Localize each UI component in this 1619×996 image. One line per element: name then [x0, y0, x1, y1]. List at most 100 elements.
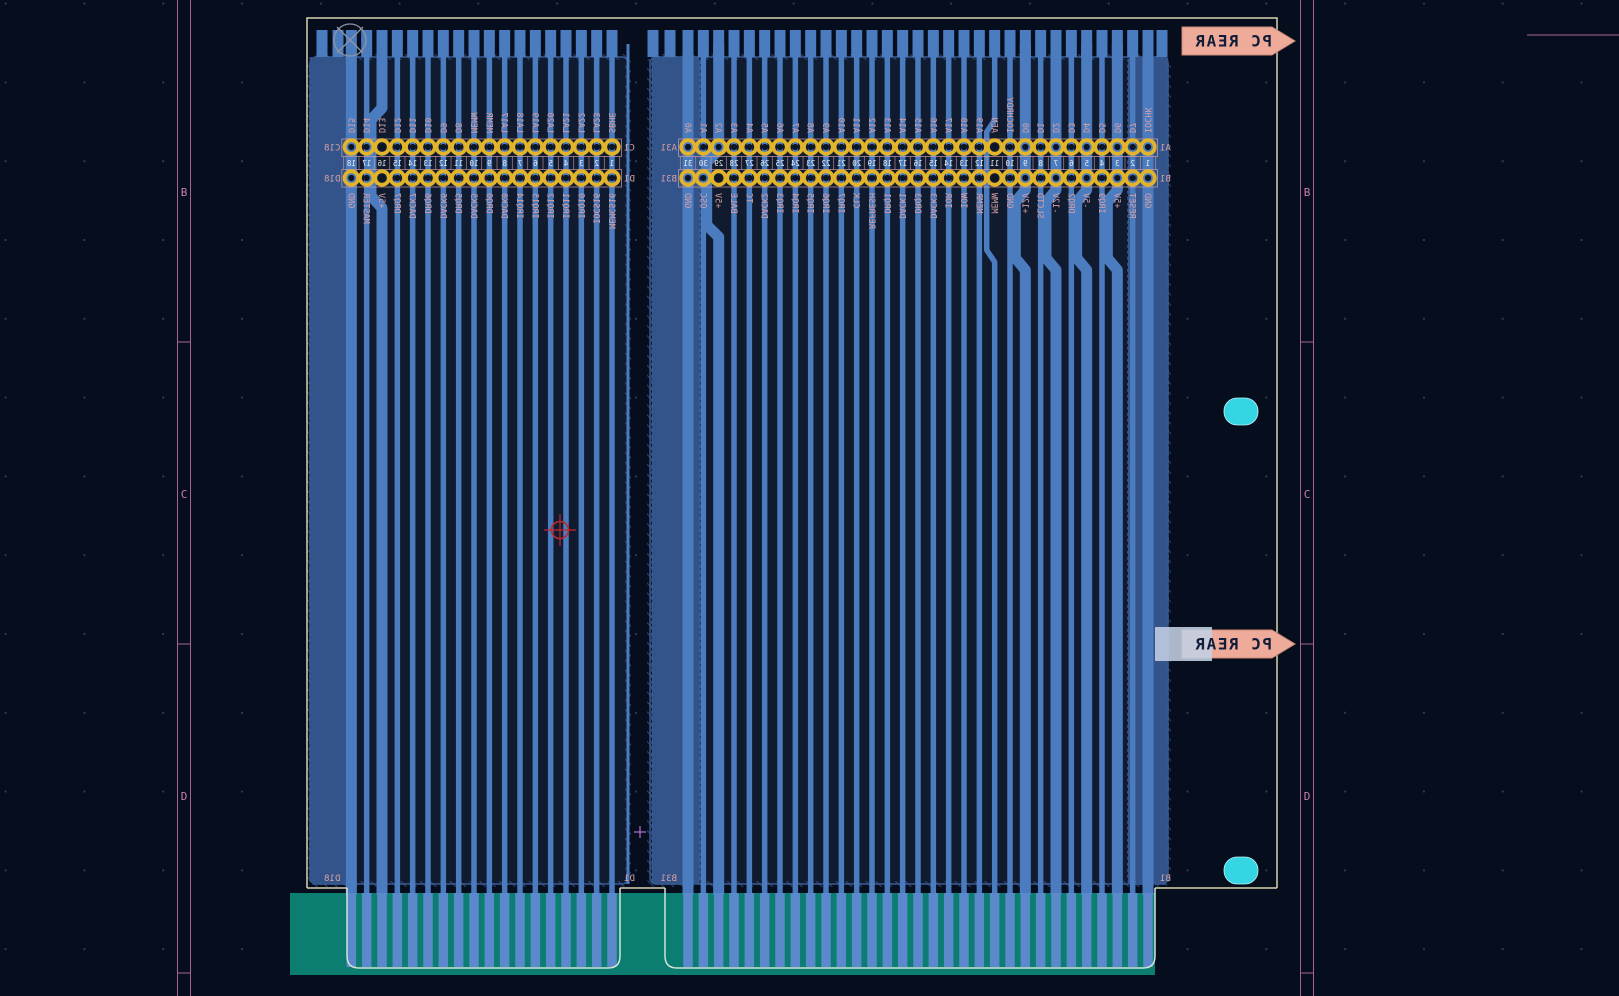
- edge-finger[interactable]: [607, 893, 617, 967]
- edge-finger[interactable]: [851, 893, 862, 967]
- trace-stub[interactable]: [376, 30, 388, 57]
- edge-finger[interactable]: [545, 893, 556, 967]
- signal-label[interactable]: +5V: [713, 193, 723, 208]
- signal-label[interactable]: DRQ5: [453, 193, 463, 213]
- trace-stub[interactable]: [591, 30, 603, 57]
- signal-label[interactable]: A2: [713, 123, 723, 133]
- edge-finger[interactable]: [989, 893, 1000, 967]
- signal-label[interactable]: A9: [820, 123, 830, 133]
- signal-label[interactable]: A18: [958, 118, 968, 133]
- signal-label[interactable]: IRQ11: [560, 193, 570, 219]
- trace-stub[interactable]: [1156, 30, 1168, 57]
- signal-label[interactable]: MEMW: [989, 192, 999, 213]
- edge-finger[interactable]: [759, 893, 770, 967]
- signal-label[interactable]: D13: [376, 118, 386, 133]
- trace-stub[interactable]: [468, 30, 480, 57]
- trace-stub[interactable]: [820, 30, 832, 57]
- signal-label[interactable]: A5: [759, 123, 769, 133]
- edge-finger[interactable]: [959, 893, 969, 967]
- trace-stub[interactable]: [927, 30, 939, 57]
- signal-label[interactable]: A17: [943, 118, 953, 133]
- signal-label[interactable]: A13: [881, 118, 891, 133]
- trace-stub[interactable]: [1127, 30, 1139, 57]
- signal-label[interactable]: RESET: [1127, 193, 1137, 219]
- trace-stub[interactable]: [453, 30, 465, 57]
- signal-label[interactable]: A6: [774, 123, 784, 133]
- trace-stub[interactable]: [575, 30, 587, 57]
- signal-label[interactable]: D11: [407, 118, 417, 133]
- trace-stub[interactable]: [514, 30, 526, 57]
- trace-stub[interactable]: [422, 30, 434, 57]
- edge-finger[interactable]: [683, 893, 693, 967]
- board-rear-view[interactable]: 1IOCHKGND2D7RESET3D6+5V4D5IRQ95D4-5V6D3D…: [290, 17, 1296, 975]
- signal-label[interactable]: A16: [927, 118, 937, 133]
- pc-rear-silkscreen[interactable]: PC REAR: [1155, 627, 1296, 661]
- trace[interactable]: [983, 44, 998, 895]
- signal-label[interactable]: DACK7: [407, 193, 417, 219]
- edge-finger[interactable]: [836, 893, 847, 967]
- trace-stub[interactable]: [743, 30, 755, 57]
- edge-finger[interactable]: [377, 893, 387, 967]
- signal-label[interactable]: IOCHRDY: [1004, 97, 1014, 133]
- pad[interactable]: [679, 169, 697, 187]
- signal-label[interactable]: TC: [743, 193, 753, 203]
- signal-label[interactable]: BALE: [728, 193, 738, 213]
- signal-label[interactable]: IOW: [958, 192, 968, 208]
- signal-label[interactable]: IRQ14: [514, 193, 524, 219]
- cyan-oval-pad[interactable]: [1223, 397, 1259, 426]
- edge-finger[interactable]: [561, 893, 571, 967]
- edge-finger[interactable]: [576, 893, 587, 967]
- trace-stub[interactable]: [361, 30, 373, 57]
- trace-stub[interactable]: [1019, 30, 1031, 57]
- edge-finger[interactable]: [790, 893, 801, 967]
- signal-label[interactable]: LA21: [560, 113, 570, 133]
- trace-stub[interactable]: [713, 30, 725, 57]
- edge-finger[interactable]: [392, 893, 403, 967]
- signal-label[interactable]: +5V: [376, 193, 386, 208]
- edge-finger[interactable]: [1097, 893, 1107, 967]
- edge-finger[interactable]: [1127, 893, 1138, 967]
- connector-row-label[interactable]: D1: [624, 874, 635, 884]
- signal-label[interactable]: MEMR: [483, 112, 493, 133]
- connector-row-label[interactable]: D18: [324, 874, 340, 884]
- signal-label[interactable]: IRQ4: [789, 193, 799, 213]
- connector-row-label[interactable]: B31: [661, 874, 677, 884]
- signal-label[interactable]: D10: [422, 118, 432, 133]
- signal-label[interactable]: MEMW: [468, 112, 478, 133]
- pad[interactable]: [342, 138, 361, 156]
- signal-label[interactable]: A8: [805, 123, 815, 133]
- edge-finger[interactable]: [1035, 893, 1046, 967]
- signal-label[interactable]: A7: [789, 123, 799, 133]
- edge-finger[interactable]: [499, 893, 510, 967]
- signal-label[interactable]: DRQ1: [881, 193, 891, 213]
- edge-finger[interactable]: [1066, 893, 1077, 967]
- signal-label[interactable]: DACK2: [759, 193, 769, 219]
- connector-row-label[interactable]: C18: [324, 144, 340, 154]
- edge-finger[interactable]: [913, 893, 923, 967]
- trace-stub[interactable]: [499, 30, 511, 57]
- edge-finger[interactable]: [729, 893, 739, 967]
- signal-label[interactable]: MEMCS16: [606, 193, 616, 229]
- edge-finger[interactable]: [713, 893, 724, 967]
- edge-finger[interactable]: [867, 893, 877, 967]
- trace-stub[interactable]: [529, 30, 541, 57]
- signal-label[interactable]: A14: [897, 118, 907, 133]
- signal-label[interactable]: D5: [1096, 123, 1106, 133]
- signal-label[interactable]: A1: [697, 123, 707, 133]
- edge-finger[interactable]: [1112, 893, 1123, 967]
- trace-stub[interactable]: [1065, 30, 1077, 57]
- edge-finger[interactable]: [591, 893, 602, 967]
- signal-label[interactable]: A0: [682, 123, 692, 133]
- trace-stub[interactable]: [1096, 30, 1108, 57]
- signal-label[interactable]: GND: [345, 193, 355, 208]
- signal-label[interactable]: +5V: [1111, 193, 1121, 208]
- trace-stub[interactable]: [943, 30, 955, 57]
- trace[interactable]: [1101, 44, 1123, 895]
- signal-label[interactable]: DRQ0: [483, 193, 493, 213]
- trace-stub[interactable]: [759, 30, 771, 57]
- trace[interactable]: [1071, 44, 1093, 895]
- signal-label[interactable]: CLK: [851, 192, 861, 208]
- signal-label[interactable]: LA23: [591, 113, 601, 133]
- signal-label[interactable]: REFRESH: [866, 193, 876, 229]
- connector-row-label[interactable]: B1: [1160, 874, 1171, 884]
